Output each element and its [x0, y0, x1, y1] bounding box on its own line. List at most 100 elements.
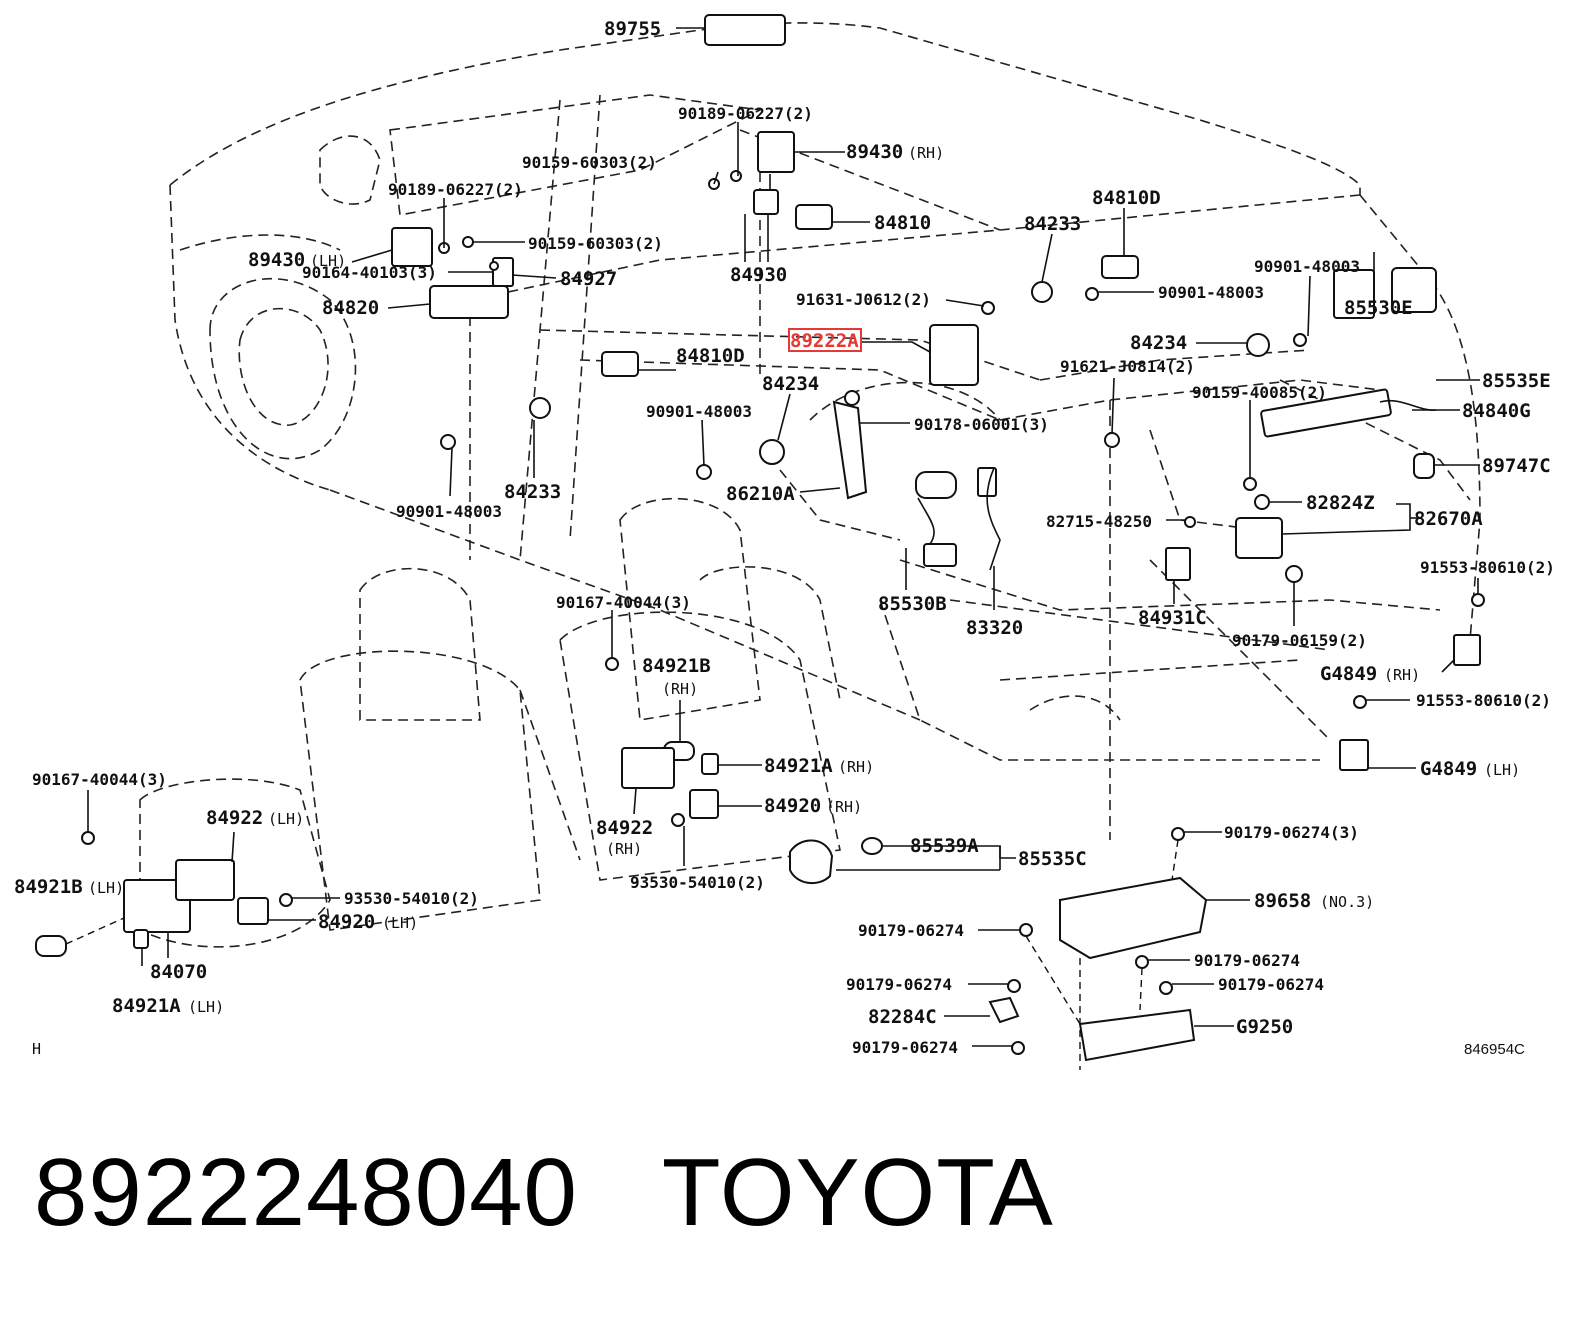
label-90164-40103: 90164-40103(3): [302, 263, 437, 282]
part-82284c: [988, 996, 1020, 1024]
label-90179-06274-e: 90179-06274: [852, 1038, 958, 1057]
vehicle-body-outline: [169, 22, 1481, 840]
label-90179-06274-b: 90179-06274: [1194, 951, 1300, 970]
label-84234-r: 84234: [1130, 332, 1187, 354]
label-84930: 84930: [730, 264, 787, 286]
label-84233-l: 84233: [504, 481, 561, 503]
part-84931c: [1165, 547, 1191, 581]
part-89658: [1059, 876, 1208, 960]
label-89747c: 89747C: [1482, 455, 1551, 477]
label-91553-80610-a: 91553-80610(2): [1420, 558, 1555, 577]
label-89658-suffix: (NO.3): [1320, 893, 1374, 911]
label-84921b-rh-suffix: (RH): [662, 680, 698, 698]
label-84070: 84070: [150, 961, 207, 983]
label-84922-lh-suffix: (LH): [268, 810, 304, 828]
label-82670a: 82670A: [1414, 508, 1483, 530]
part-caption: 8922248040 TOYOTA: [34, 1138, 1054, 1248]
label-g4849-lh: G4849: [1420, 758, 1477, 780]
label-84921a-rh: 84921A: [764, 755, 833, 777]
part-82824z: [1254, 494, 1270, 510]
part-number: 8922248040: [34, 1139, 578, 1246]
bolt: [462, 236, 474, 248]
label-90179-06274-a: 90179-06274: [858, 921, 964, 940]
parts-diagram: 89755 90189-06227(2) 89430 (RH) 90159-60…: [14, 14, 1555, 1070]
bolt: [1011, 1041, 1025, 1055]
part-84233-top: [1031, 281, 1053, 303]
label-89430-lh-suffix: (LH): [310, 252, 346, 270]
label-91621-j0814: 91621-J0814(2): [1060, 357, 1195, 376]
label-g4849-lh-suffix: (LH): [1484, 761, 1520, 779]
part-85535e: [1391, 267, 1437, 313]
label-84921a-lh-suffix: (LH): [188, 998, 224, 1016]
label-84921b-rh: 84921B: [642, 655, 711, 677]
bolt: [279, 893, 293, 907]
part-labels: 89755 90189-06227(2) 89430 (RH) 90159-60…: [14, 18, 1555, 1058]
label-90189-06227-top: 90189-06227(2): [678, 104, 813, 123]
part-84810d-top: [1101, 255, 1139, 279]
part-86210a: [832, 400, 868, 500]
label-90189-06227-left: 90189-06227(2): [388, 180, 523, 199]
label-84921b-lh-suffix: (LH): [88, 879, 124, 897]
label-84920-lh-suffix: (LH): [382, 914, 418, 932]
part-82670a: [1235, 517, 1283, 559]
bolt: [1293, 333, 1307, 347]
label-84810d-top: 84810D: [1092, 187, 1161, 209]
part-85530b: [915, 471, 957, 499]
label-84810d-mid: 84810D: [676, 345, 745, 367]
label-90901-48003-tr: 90901-48003: [1254, 257, 1360, 276]
leader-lines: [65, 27, 1480, 1070]
label-84922-lh: 84922: [206, 807, 263, 829]
label-90179-06274-d: 90179-06274: [1218, 975, 1324, 994]
label-90901-48003-l: 90901-48003: [396, 502, 502, 521]
part-84922-rh: [621, 747, 675, 789]
part-84920-lh: [237, 897, 269, 925]
label-84920-lh: 84920: [318, 911, 375, 933]
label-84810: 84810: [874, 212, 931, 234]
part-84930: [753, 189, 779, 215]
bolt: [1171, 827, 1185, 841]
part-84233-l: [529, 397, 551, 419]
label-82715-48250: 82715-48250: [1046, 512, 1152, 531]
part-85535c: [789, 839, 834, 885]
bolt: [671, 813, 685, 827]
label-84922-rh: 84922: [596, 817, 653, 839]
label-90901-48003-r2: 90901-48003: [1158, 283, 1264, 302]
diagram-code: 846954C: [1464, 1041, 1525, 1058]
harness: [986, 467, 1001, 571]
part-84921a-lh: [133, 929, 149, 949]
label-84820: 84820: [322, 297, 379, 319]
brand-name: TOYOTA: [661, 1139, 1054, 1246]
label-89658: 89658: [1254, 890, 1311, 912]
label-82824z: 82824Z: [1306, 492, 1375, 514]
part-g9250: [1078, 1008, 1196, 1062]
bolt: [1471, 593, 1485, 607]
label-86210a: 86210A: [726, 483, 795, 505]
label-89222a-selected: 89222A: [790, 330, 859, 352]
label-84931c: 84931C: [1138, 607, 1207, 629]
part-89755: [704, 14, 786, 46]
label-82284c: 82284C: [868, 1006, 937, 1028]
label-90159-60303-top: 90159-60303(2): [522, 153, 657, 172]
label-89430-rh-suffix: (RH): [908, 144, 944, 162]
part-90178: [844, 390, 860, 406]
label-90179-06159: 90179-06159(2): [1232, 631, 1367, 650]
part-89222a: [929, 324, 979, 386]
label-90167-40044-c: 90167-40044(3): [556, 593, 691, 612]
label-g4849-rh: G4849: [1320, 663, 1377, 685]
label-84921a-rh-suffix: (RH): [838, 758, 874, 776]
label-84921a-lh: 84921A: [112, 995, 181, 1017]
seats-outline: [139, 497, 841, 948]
bolt: [1019, 923, 1033, 937]
label-89430-lh: 89430: [248, 249, 305, 271]
part-84920-rh: [689, 789, 719, 819]
part-84234-r: [1246, 333, 1270, 357]
label-85535c: 85535C: [1018, 848, 1087, 870]
part-84070: [123, 879, 191, 933]
label-90159-40085: 90159-40085(2): [1192, 383, 1327, 402]
label-83320: 83320: [966, 617, 1023, 639]
bolt: [696, 464, 712, 480]
part-89430-rh: [757, 131, 795, 173]
label-89755: 89755: [604, 18, 661, 40]
bolt: [1007, 979, 1021, 993]
label-84922-rh-suffix: (RH): [606, 840, 642, 858]
